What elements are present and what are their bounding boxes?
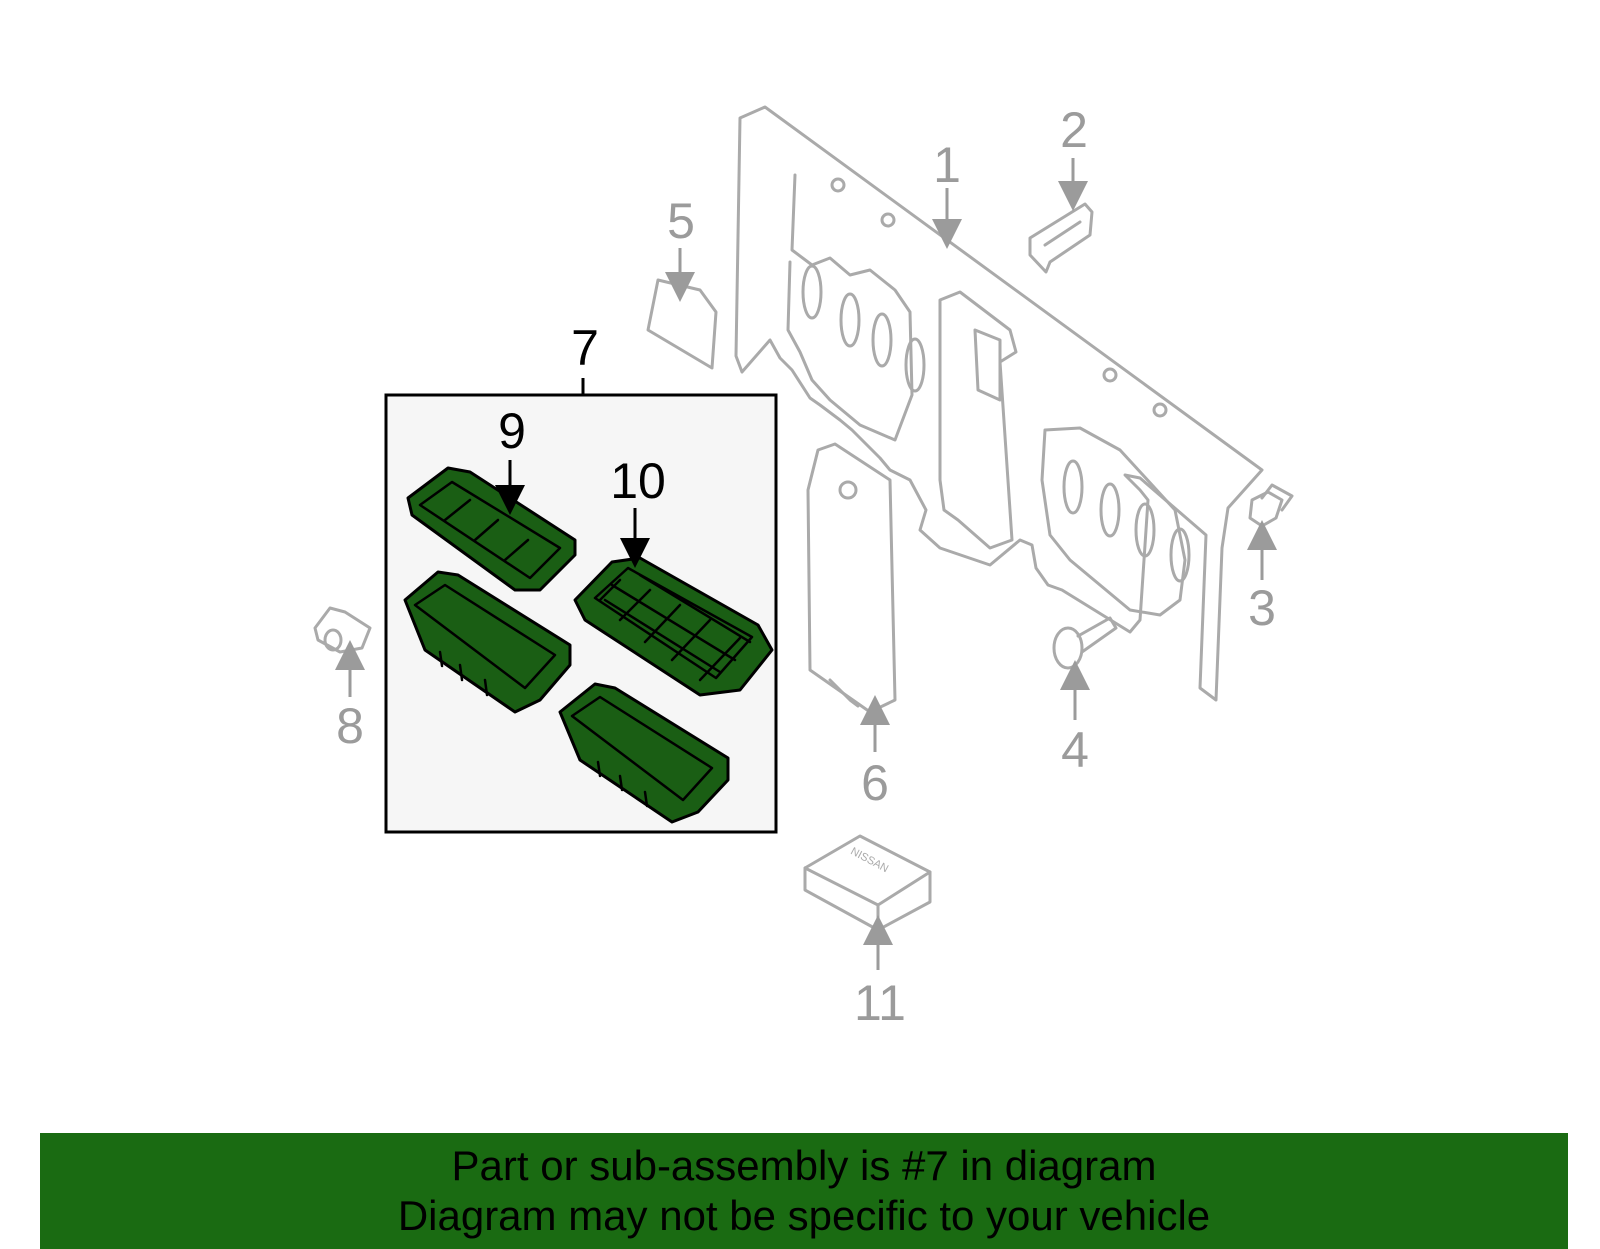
screw-part-4 [1052, 616, 1118, 670]
clip-part-2 [1028, 202, 1094, 274]
storage-tray-left [403, 570, 572, 714]
callout-6: 6 [861, 755, 889, 811]
cover-part-5 [646, 278, 718, 370]
callout-5: 5 [667, 193, 695, 249]
callout-1: 1 [933, 137, 961, 193]
callout-11: 11 [854, 975, 906, 1031]
banner-line-1: Part or sub-assembly is #7 in diagram [451, 1142, 1157, 1189]
grommet-part-8 [313, 606, 372, 654]
callout-2: 2 [1060, 102, 1088, 158]
tray-part-9 [406, 466, 577, 592]
callout-8: 8 [336, 698, 364, 754]
leader-lines [335, 158, 1277, 970]
info-banner: Part or sub-assembly is #7 in diagram Di… [40, 1133, 1568, 1249]
callout-7: 7 [571, 320, 599, 376]
callout-9: 9 [498, 403, 526, 459]
callout-10: 10 [610, 453, 666, 509]
rear-panel-part-1 [734, 105, 1264, 702]
banner-line-2: Diagram may not be specific to your vehi… [397, 1192, 1211, 1239]
push-clip-part-3 [1248, 483, 1294, 528]
side-panel-part-6 [806, 442, 897, 714]
storage-tray-right [558, 682, 730, 824]
badge-kit-part-11: NISSAN [803, 834, 932, 932]
callout-4: 4 [1061, 722, 1089, 778]
callout-3: 3 [1248, 580, 1276, 636]
